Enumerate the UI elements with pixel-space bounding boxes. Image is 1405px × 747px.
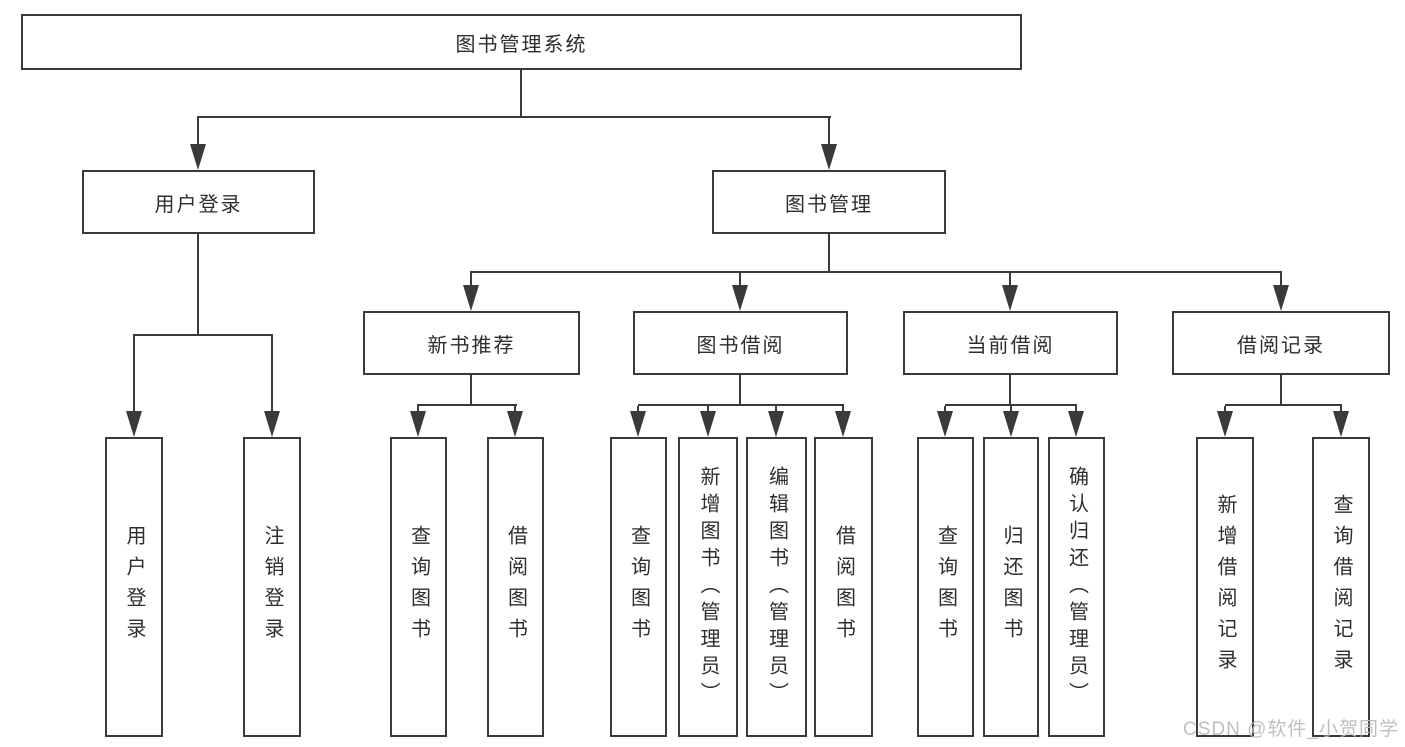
arrowhead-down [835,411,851,437]
arrowhead-down [821,144,837,170]
leaf-borrow-books-borrowing: 借阅图书 [814,437,873,737]
leaf-return-books: 归还图书 [983,437,1039,737]
arrowhead-down [768,411,784,437]
node-label: 借阅记录 [1237,334,1325,357]
leaf-label: 新增图书（管理员） [697,465,719,709]
connector-stub [197,118,199,146]
arrowhead-down [1068,411,1084,437]
node-user-login: 用户登录 [82,170,315,234]
arrowhead-down [1273,285,1289,311]
leaf-query-books-borrowing: 查询图书 [610,437,667,737]
leaf-label: 借阅图书 [832,525,855,649]
connector-horizontal [945,404,1077,406]
connector-stub [1224,406,1226,413]
connector-stub [470,273,472,287]
node-new-book-recommend: 新书推荐 [363,311,580,375]
arrowhead-down [732,285,748,311]
leaf-confirm-return-admin: 确认归还（管理员） [1048,437,1105,737]
node-label: 图书管理 [785,193,873,216]
arrowhead-down [463,285,479,311]
connector-stub [133,336,135,413]
arrowhead-down [507,411,523,437]
leaf-label: 用户登录 [123,525,145,649]
connector-stub [707,406,709,413]
csdn-watermark: CSDN @软件_小贺同学 [1183,719,1399,740]
connector-vertical [828,233,830,272]
arrowhead-down [264,411,280,437]
connector-horizontal [470,271,1282,273]
leaf-logout: 注销登录 [243,437,301,737]
connector-stub [271,336,273,413]
connector-stub [739,273,741,287]
leaf-edit-book-admin: 编辑图书（管理员） [746,437,807,737]
arrowhead-down [410,411,426,437]
connector-vertical [1280,375,1282,405]
leaf-label: 查询图书 [407,525,430,649]
connector-stub [637,406,639,413]
connector-vertical [470,375,472,405]
connector-stub [842,406,844,413]
connector-vertical [1009,375,1011,405]
leaf-label: 确认归还（管理员） [1065,465,1088,709]
connector-root-vertical [520,70,522,117]
leaf-add-borrow-record: 新增借阅记录 [1196,437,1254,737]
arrowhead-down [1003,411,1019,437]
leaf-label: 归还图书 [1000,525,1022,649]
connector-vertical [197,234,199,335]
connector-horizontal [133,334,273,336]
node-root: 图书管理系统 [21,14,1022,70]
node-borrowing-records: 借阅记录 [1172,311,1390,375]
connector-stub [775,406,777,413]
node-root-label: 图书管理系统 [455,33,588,56]
connector-stub [1340,406,1342,413]
node-book-management: 图书管理 [712,170,946,234]
leaf-add-book-admin: 新增图书（管理员） [678,437,738,737]
connector-stub [828,118,830,146]
node-label: 新书推荐 [427,334,516,357]
leaf-label: 注销登录 [261,525,283,649]
arrowhead-down [1002,285,1018,311]
node-current-borrowing: 当前借阅 [903,311,1118,375]
leaf-user-login: 用户登录 [105,437,163,737]
leaf-label: 查询借阅记录 [1330,494,1352,680]
arrowhead-down [1333,411,1349,437]
arrowhead-down [700,411,716,437]
connector-stub [514,406,516,413]
arrowhead-down [937,411,953,437]
connector-vertical [739,375,741,405]
connector-stub [417,406,419,413]
leaf-label: 查询图书 [627,525,650,649]
connector-stub [1280,273,1282,287]
arrowhead-down [1217,411,1233,437]
arrowhead-down [126,411,142,437]
connector-horizontal [638,404,844,406]
leaf-label: 编辑图书（管理员） [765,465,788,709]
node-label: 用户登录 [154,193,243,216]
connector-stub [1010,406,1012,413]
leaf-borrow-books-recommend: 借阅图书 [487,437,544,737]
connector-root-horizontal [197,116,831,118]
connector-horizontal [1225,404,1342,406]
leaf-label: 查询图书 [934,525,957,649]
leaf-query-books-current: 查询图书 [917,437,974,737]
leaf-label: 借阅图书 [504,525,527,649]
node-label: 图书借阅 [696,334,785,357]
leaf-query-borrow-record: 查询借阅记录 [1312,437,1370,737]
arrowhead-down [190,144,206,170]
leaf-query-books-recommend: 查询图书 [390,437,447,737]
connector-horizontal [417,404,517,406]
node-book-borrowing: 图书借阅 [633,311,848,375]
connector-stub [1009,273,1011,287]
connector-stub [944,406,946,413]
node-label: 当前借阅 [966,334,1055,357]
arrowhead-down [630,411,646,437]
connector-stub [1075,406,1077,413]
leaf-label: 新增借阅记录 [1214,494,1236,680]
